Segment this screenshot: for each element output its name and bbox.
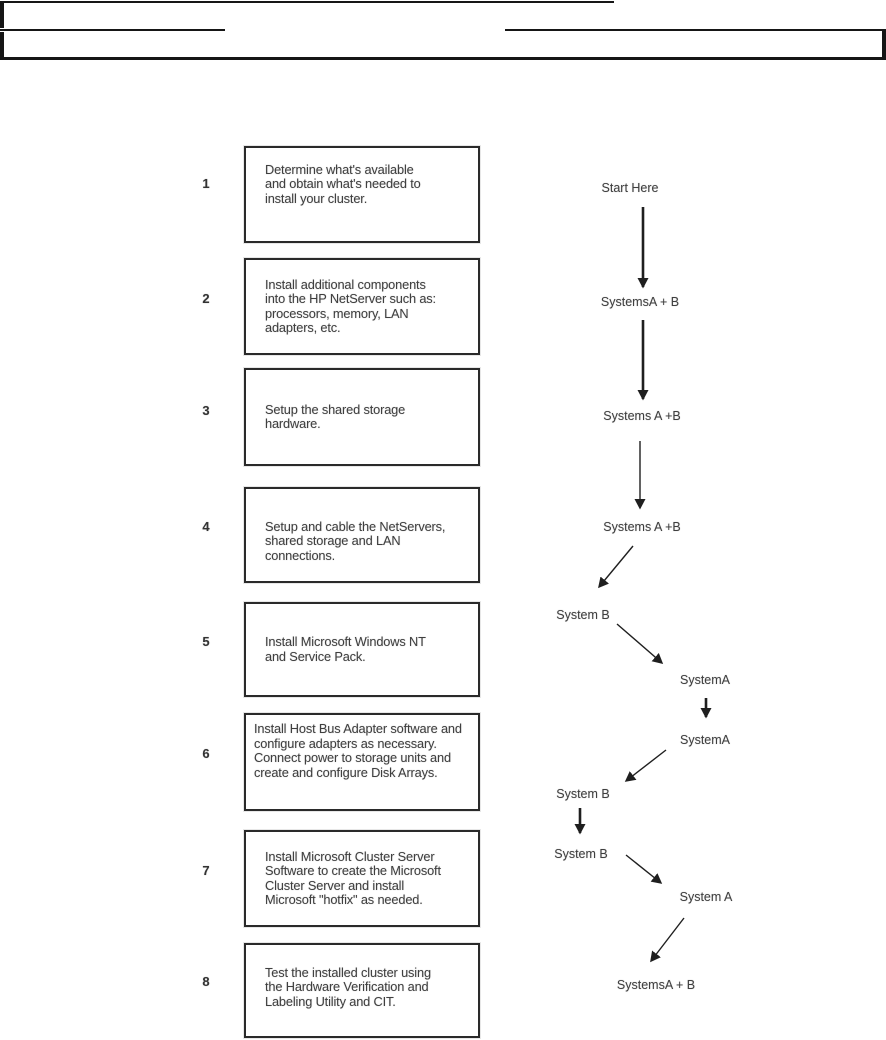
header-bottom-border	[0, 57, 886, 60]
header-top-border	[0, 1, 614, 3]
flow-label-system-b-3: System B	[554, 847, 608, 861]
arrow-down-left-icon-4	[598, 545, 634, 589]
flow-label-system-a-1: SystemA	[679, 673, 731, 687]
header-divider-right	[505, 29, 884, 31]
flow-label-systems-ab-1: SystemsA + B	[600, 295, 680, 309]
step-box-4: Setup and cable the NetServers, shared s…	[244, 487, 480, 583]
step-box-8: Test the installed cluster using the Har…	[244, 943, 480, 1038]
step-text-8: Test the installed cluster using the Har…	[265, 964, 431, 1009]
step-text-6: Install Host Bus Adapter software and co…	[254, 721, 462, 780]
step-box-5: Install Microsoft Windows NT and Service…	[244, 602, 480, 697]
header-left-border-top	[0, 1, 4, 28]
step-number-1: 1	[202, 176, 210, 191]
step-text-1: Determine what's available and obtain wh…	[265, 161, 421, 206]
step-text-5: Install Microsoft Windows NT and Service…	[265, 634, 426, 664]
flow-label-systems-ab-2: Systems A +B	[603, 409, 681, 423]
step-box-2: Install additional components into the H…	[244, 258, 480, 355]
step-text-2: Install additional components into the H…	[265, 276, 436, 335]
arrow-down-left-icon-7	[624, 749, 667, 782]
flow-label-systems-ab-4: SystemsA + B	[616, 978, 696, 992]
step-text-3: Setup the shared storage hardware.	[265, 401, 406, 431]
step-box-7: Install Microsoft Cluster Server Softwar…	[244, 830, 480, 927]
flow-label-system-b-2: System B	[556, 787, 610, 801]
step-number-3: 3	[202, 403, 210, 418]
step-number-4: 4	[202, 519, 210, 534]
step-text-7: Install Microsoft Cluster Server Softwar…	[265, 848, 441, 907]
step-number-2: 2	[202, 291, 210, 306]
flow-label-systems-ab-3: Systems A +B	[603, 520, 681, 534]
flow-label-start-here: Start Here	[601, 181, 659, 195]
arrow-down-right-icon-9	[625, 854, 663, 884]
header-right-border	[882, 29, 886, 58]
flow-label-system-a-3: System A	[679, 890, 733, 904]
arrow-down-right-icon-5	[616, 623, 664, 664]
flow-label-system-a-2: SystemA	[679, 733, 731, 747]
step-number-5: 5	[202, 634, 210, 649]
step-number-7: 7	[202, 863, 210, 878]
step-number-8: 8	[202, 974, 210, 989]
arrow-down-left-icon-10	[650, 917, 685, 963]
header-divider-left	[0, 29, 225, 31]
flow-label-system-b-1: System B	[556, 608, 610, 622]
step-box-6: Install Host Bus Adapter software and co…	[244, 713, 480, 811]
step-number-6: 6	[202, 746, 210, 761]
header-left-border-bottom	[0, 32, 4, 58]
step-box-1: Determine what's available and obtain wh…	[244, 146, 480, 243]
step-box-3: Setup the shared storage hardware.	[244, 368, 480, 466]
step-text-4: Setup and cable the NetServers, shared s…	[265, 518, 446, 563]
